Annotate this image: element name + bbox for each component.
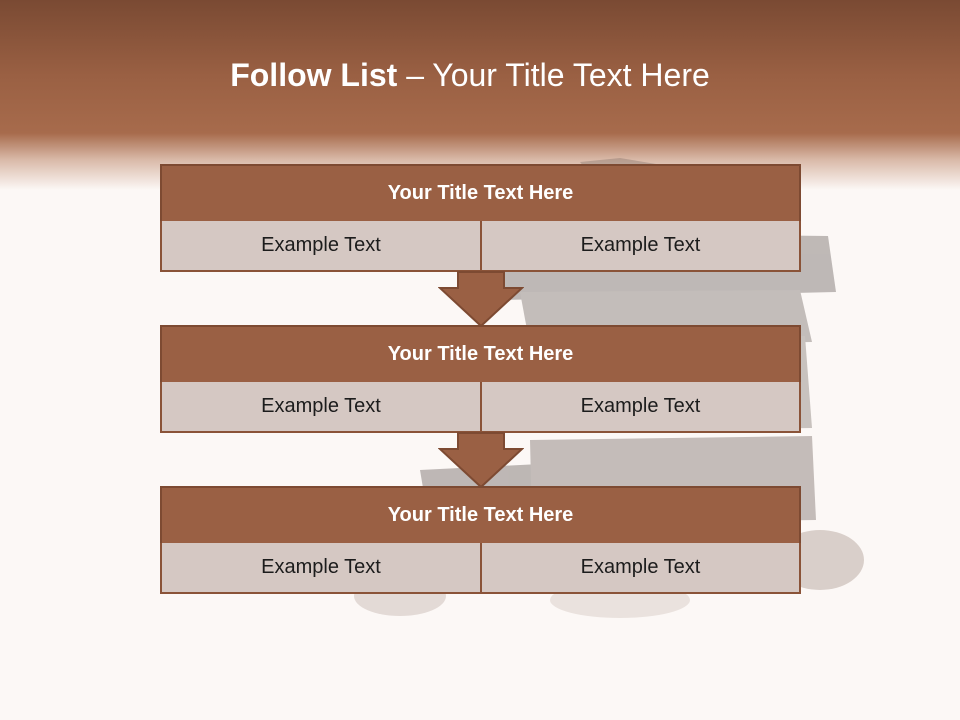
stage-3-right-cell: Example Text — [480, 543, 801, 594]
stage-1-left-cell: Example Text — [160, 221, 482, 272]
down-arrow-icon — [438, 271, 524, 328]
slide-title-rest: – Your Title Text Here — [397, 57, 710, 93]
slide-title: Follow List – Your Title Text Here — [0, 54, 940, 96]
stage-3-left-cell: Example Text — [160, 543, 482, 594]
stage-1-title: Your Title Text Here — [160, 164, 801, 223]
stage-2-title: Your Title Text Here — [160, 325, 801, 384]
header-band — [0, 0, 960, 190]
stage-2-right-cell: Example Text — [480, 382, 801, 433]
stage-1-right-cell: Example Text — [480, 221, 801, 272]
down-arrow-icon — [438, 432, 524, 489]
stage-2-left-cell: Example Text — [160, 382, 482, 433]
slide-title-bold: Follow List — [230, 57, 398, 93]
stage-3-title: Your Title Text Here — [160, 486, 801, 545]
